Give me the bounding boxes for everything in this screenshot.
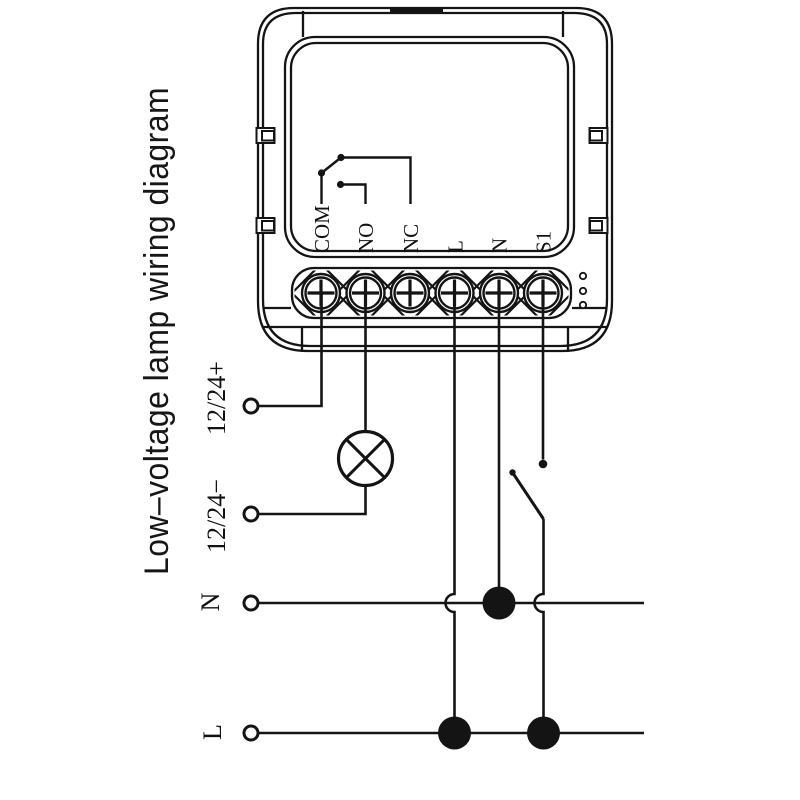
terminal-labels: COM NO NC L N S1 xyxy=(310,205,556,253)
dc-plus-terminal-circle xyxy=(242,397,260,415)
junction-dot-n xyxy=(482,586,516,620)
clip-left-bottom-detail xyxy=(261,220,275,232)
external-wiring: 12/24+ 12/24− N L xyxy=(196,293,644,750)
line-terminal-circle xyxy=(242,724,260,742)
module-outer-case xyxy=(256,6,614,353)
indicator-dot xyxy=(578,300,588,310)
switch-icon xyxy=(509,459,548,520)
label-line: L xyxy=(198,724,227,740)
wire-lamp-to-dc-minus xyxy=(258,485,367,516)
module-outer-case-inner-line xyxy=(261,11,609,348)
lamp-icon xyxy=(336,429,395,488)
terminal-label-l: L xyxy=(444,240,468,253)
page-title: Low–voltage lamp wiring diagram xyxy=(138,87,176,575)
terminal-label-nc: NC xyxy=(399,224,423,253)
label-neutral: N xyxy=(196,592,225,611)
label-dc-minus: 12/24− xyxy=(202,479,231,553)
indicator-dots xyxy=(578,271,588,310)
relay-nc-trace xyxy=(341,156,412,204)
front-panel-inner-line xyxy=(289,41,570,253)
wire-l-to-line-bus xyxy=(444,293,456,733)
wire-com-to-dc-plus xyxy=(258,293,323,408)
terminal-label-s1: S1 xyxy=(532,231,556,253)
relay-symbol xyxy=(317,153,412,204)
switch-module: COM NO NC L N S1 xyxy=(255,6,614,353)
indicator-dot xyxy=(578,271,588,281)
supply-labels: 12/24+ 12/24− N L xyxy=(196,361,231,740)
junction-dot-switch xyxy=(527,716,560,750)
clip-left-top-detail xyxy=(261,130,275,142)
switch-fixed-contact-dot xyxy=(538,459,548,469)
front-panel xyxy=(283,35,576,259)
screw-terminal-nc xyxy=(389,272,431,314)
wire-switch-to-line-bus xyxy=(533,519,545,733)
switch-arm-tip-dot xyxy=(509,469,516,476)
terminal-label-n: N xyxy=(488,238,512,253)
clip-right-top-detail xyxy=(589,130,603,142)
neutral-terminal-circle xyxy=(242,594,260,612)
terminal-label-no: NO xyxy=(354,223,378,253)
relay-no-trace xyxy=(340,183,367,204)
dc-minus-terminal-circle xyxy=(242,505,260,523)
switch-arm xyxy=(511,471,545,520)
relay-arm xyxy=(320,156,342,174)
indicator-dot xyxy=(578,286,588,296)
terminal-label-com: COM xyxy=(310,205,334,253)
label-dc-plus: 12/24+ xyxy=(202,361,231,435)
junction-dot-l xyxy=(438,716,471,750)
clip-right-bottom-detail xyxy=(589,220,603,232)
side-clips xyxy=(255,127,609,234)
